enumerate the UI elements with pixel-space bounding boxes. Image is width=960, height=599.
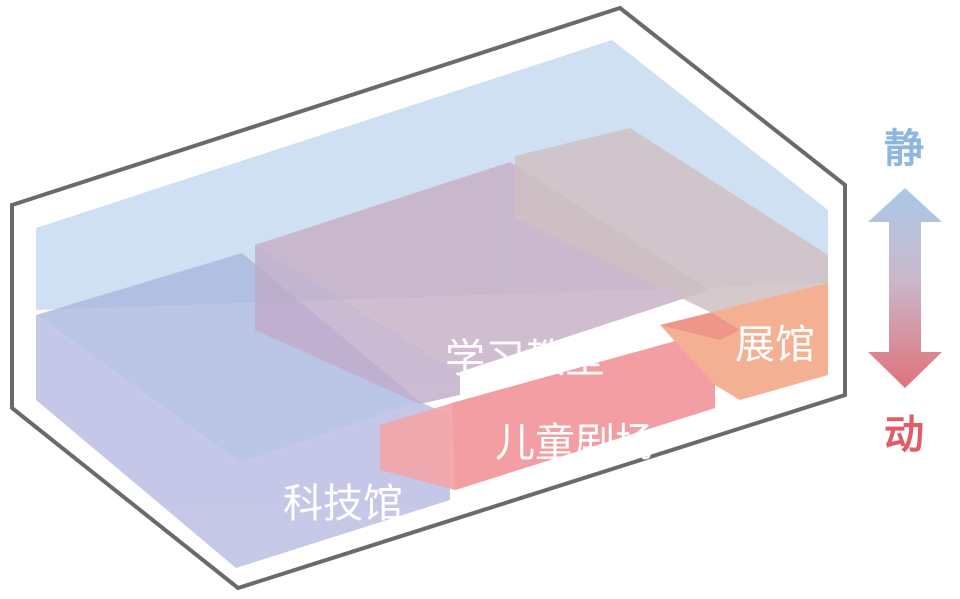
exhibition-hall-block: [660, 283, 828, 400]
quiet-label: 静: [884, 126, 924, 172]
double-arrow-icon: [868, 188, 942, 388]
study-rooms-block: [255, 162, 710, 404]
science-museum-label: 科技馆: [283, 481, 403, 527]
building-outline: [10, 5, 847, 591]
children-theater-block: [380, 330, 715, 490]
active-label: 动: [884, 412, 924, 458]
study-rooms-label: 学习教室: [445, 336, 605, 382]
children-theater-label: 儿童剧场: [495, 420, 655, 466]
science-museum-block: [36, 253, 450, 568]
exhibition-hall-label: 展馆: [735, 322, 815, 368]
exhibition-back-block: [515, 128, 828, 313]
